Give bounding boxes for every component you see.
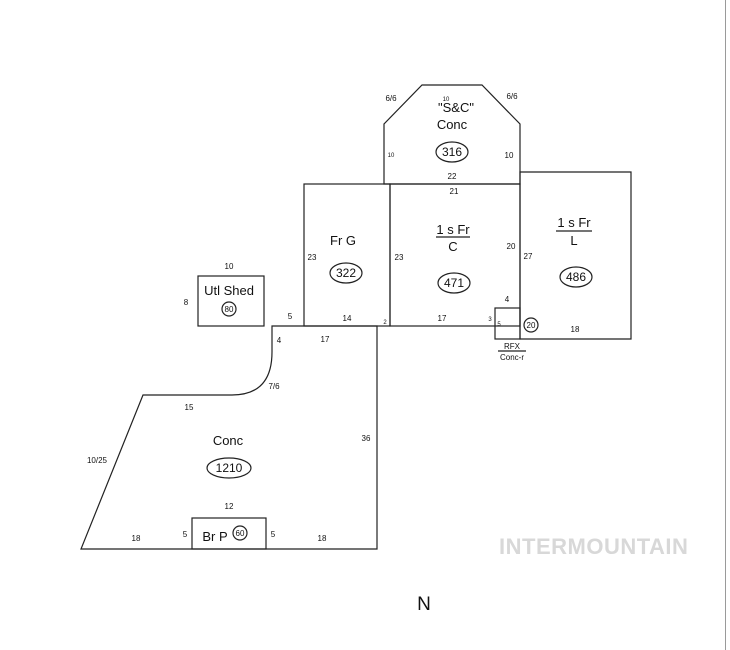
dim-rfx-top: 4 [505, 295, 510, 304]
brp-area-circle [232, 525, 248, 541]
fr-c-area: 471 [444, 276, 464, 290]
dim-frg-left: 23 [308, 253, 317, 262]
dim-utl-top: 10 [225, 262, 234, 271]
fr-l-sub: L [570, 233, 577, 248]
dim-frg-right: 23 [395, 253, 404, 262]
dim-sc-left: 10 [388, 153, 395, 159]
dim-brp-right: 5 [271, 530, 276, 539]
sc-area-oval [435, 141, 469, 163]
rfx-area: 20 [527, 321, 536, 330]
utl-shed-outline [197, 275, 265, 327]
fr-l-area-oval [559, 266, 593, 288]
fr-c-area-oval [437, 272, 471, 294]
conc-name: Conc [213, 433, 244, 448]
dim-step-3: 3 [488, 317, 492, 323]
dim-conc-bottom-left: 18 [132, 534, 141, 543]
dim-fr-c-top: 21 [450, 187, 459, 196]
dim-utl-left: 8 [184, 298, 189, 307]
dim-conc-curve: 7/6 [268, 382, 280, 391]
brp-name: Br P [202, 529, 227, 544]
dim-conc-right: 36 [362, 434, 371, 443]
watermark: INTERMOUNTAIN [499, 534, 688, 559]
brp-area: 60 [236, 529, 245, 538]
dim-fr-l-bottom: 18 [571, 325, 580, 334]
utl-name: Utl Shed [204, 283, 254, 298]
fr-c-outline [389, 183, 521, 327]
dim-sc-bottom: 22 [448, 172, 457, 181]
dim-brp-top: 12 [225, 502, 234, 511]
rfx-outline [494, 307, 521, 340]
dim-conc-bottom-right: 18 [318, 534, 327, 543]
utl-area: 80 [225, 305, 234, 314]
dim-fr-l-left: 27 [524, 252, 533, 261]
utl-area-circle [221, 301, 237, 317]
dim-sc-left-diag: 6/6 [385, 94, 397, 103]
dim-jog-5: 5 [288, 312, 293, 321]
sc-name: "S&C" [438, 100, 474, 115]
fr-l-outline [519, 171, 632, 340]
frg-name: Fr G [330, 233, 356, 248]
dim-conc-left-top: 15 [185, 403, 194, 412]
fr-c-name: 1 s Fr [436, 222, 470, 237]
dim-sc-right-diag: 6/6 [506, 92, 518, 101]
fr-l-area: 486 [566, 270, 586, 284]
rfx-sub: Conc-r [500, 353, 524, 362]
conc-area: 1210 [216, 461, 243, 475]
fr-garage-outline [303, 183, 391, 327]
conc-slab-outline [80, 325, 378, 550]
br-p-outline [191, 517, 267, 550]
page-right-edge [725, 0, 726, 650]
dim-brp-left: 5 [183, 530, 188, 539]
dim-jog-4: 4 [277, 336, 282, 345]
dim-sc-right: 10 [505, 151, 514, 160]
fr-c-sub: C [448, 239, 457, 254]
dim-fr-c-right: 20 [507, 242, 516, 251]
rfx-name: RFX [504, 342, 521, 351]
dim-conc-top: 17 [321, 335, 330, 344]
dim-rfx-side: 5 [497, 322, 501, 328]
dim-frg-bottom: 14 [343, 314, 352, 323]
frg-area-oval [329, 262, 363, 284]
frg-area: 322 [336, 266, 356, 280]
north-indicator: N [417, 594, 431, 615]
dim-sc-top: 10 [443, 97, 450, 103]
rfx-area-circle [523, 317, 539, 333]
sc-area: 316 [442, 145, 462, 159]
conc-area-oval [206, 457, 252, 479]
sc-sub: Conc [437, 117, 468, 132]
dim-fr-c-bottom: 17 [438, 314, 447, 323]
fr-l-name: 1 s Fr [557, 215, 591, 230]
dim-step-2: 2 [383, 320, 387, 326]
dim-conc-diag: 10/25 [87, 456, 108, 465]
